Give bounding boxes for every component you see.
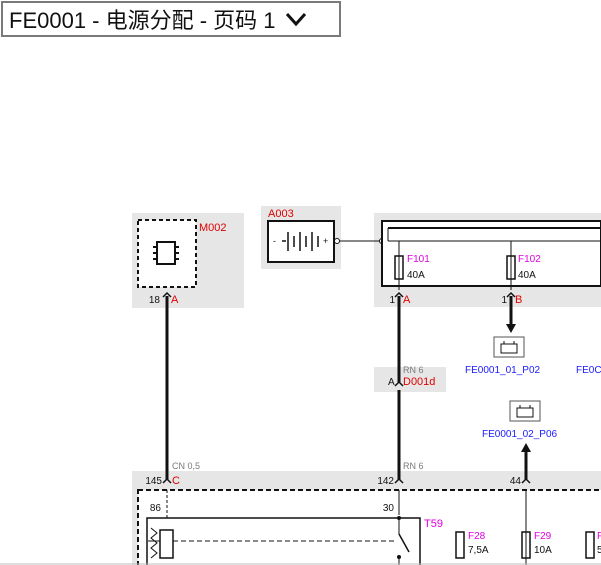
fuse-f28-ref: F28 <box>468 531 486 542</box>
fusebox-outline <box>381 220 601 287</box>
fuse-f102-rating: 40A <box>518 270 536 281</box>
m002-box <box>137 219 197 288</box>
pin-145-label: 145 <box>145 476 162 487</box>
page-link-icon[interactable] <box>509 400 541 422</box>
pin-142-label: 142 <box>377 476 394 487</box>
page-selector-dropdown[interactable]: FE0001 - 电源分配 - 页码 1 <box>1 1 341 37</box>
chevron-down-icon <box>285 12 306 27</box>
pin-145-letter: C <box>172 475 180 487</box>
battery-icon <box>267 220 335 263</box>
chip-icon <box>153 241 179 265</box>
d001d-ref: D001d <box>403 376 435 388</box>
a003-ref-label: A003 <box>268 208 294 220</box>
relay-coil-icon <box>150 527 174 559</box>
pin-86-label: 86 <box>150 503 162 514</box>
arrow-down-icon <box>506 324 516 333</box>
fuse-f29-ref: F29 <box>534 531 552 542</box>
page-selector-label: FE0001 - 电源分配 - 页码 1 <box>9 8 276 33</box>
relay-switch-icon <box>397 516 410 565</box>
page-link-icon[interactable] <box>493 336 525 358</box>
pin-30-label: 30 <box>383 503 395 514</box>
fuse-f102-pin: 1 <box>501 295 507 306</box>
fuse-partial-icon <box>585 531 595 559</box>
fuse-f28-rating: 7,5A <box>468 545 489 556</box>
fuse-f102-pin-letter: B <box>515 294 522 306</box>
pin-44-label: 44 <box>510 476 522 487</box>
m002-ref-label: M002 <box>199 222 227 234</box>
fuse-f102-ref: F102 <box>518 254 541 265</box>
wire-142-label: RN 6 <box>403 461 424 471</box>
fuse-f101-rating: 40A <box>407 270 425 281</box>
page-link-2[interactable]: FE0001_02_P06 <box>482 429 558 440</box>
m002-pin-label: 18 <box>149 295 161 306</box>
page-link-1[interactable]: FE0001_01_P02 <box>465 365 541 376</box>
fuse-f29-rating: 10A <box>534 545 552 556</box>
relay-ref: T59 <box>424 518 443 530</box>
battery-minus-sign: - <box>273 236 276 246</box>
wire-color-label: RN 6 <box>403 365 424 375</box>
relay-box <box>146 517 421 565</box>
battery-plus-sign: + <box>323 236 328 246</box>
m002-pin-letter: A <box>171 294 179 306</box>
fuse-partial-ref: F <box>597 531 601 542</box>
d001d-background <box>374 367 446 392</box>
connector-chevrons <box>162 291 531 484</box>
battery-terminal <box>334 238 340 244</box>
arrow-up-icon <box>521 443 531 452</box>
page-link-3-partial[interactable]: FE0C <box>576 365 601 376</box>
fuse-f28-icon <box>455 531 465 559</box>
battery-cells-icon <box>282 232 319 251</box>
fuse-f101-ref: F101 <box>407 254 430 265</box>
wire-145-label: CN 0,5 <box>172 461 200 471</box>
fuse-f101-pin-letter: A <box>403 294 411 306</box>
d001d-pin: A <box>388 377 395 388</box>
fuse-f101-pin: 1 <box>389 295 395 306</box>
fuse-partial-rating: 5 <box>597 545 601 556</box>
